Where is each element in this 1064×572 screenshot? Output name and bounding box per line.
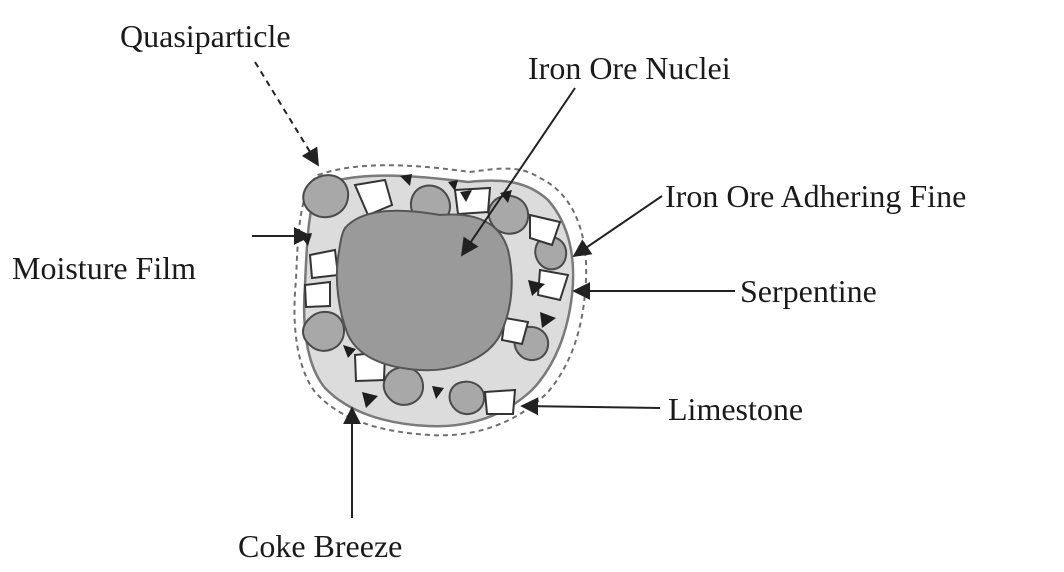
fine-particle	[303, 312, 344, 351]
fine-particle	[450, 382, 485, 414]
limestone-particle	[310, 250, 338, 278]
limestone-particle	[305, 282, 330, 307]
fine-particle	[303, 175, 348, 217]
label-limestone: Limestone	[668, 393, 803, 425]
limestone-particle	[485, 390, 515, 414]
fine-particle	[384, 367, 423, 405]
label-coke-breeze: Coke Breeze	[238, 530, 402, 562]
iron-ore-adhering-fine-leader	[574, 196, 662, 256]
limestone-particle	[455, 188, 490, 214]
iron-ore-nucleus	[337, 211, 512, 370]
quasiparticle-leader	[255, 62, 318, 165]
label-iron-ore-nuclei: Iron Ore Nuclei	[528, 52, 731, 84]
limestone-leader	[522, 406, 660, 408]
label-moisture-film: Moisture Film	[12, 252, 196, 284]
label-iron-ore-adhering-fine: Iron Ore Adhering Fine	[665, 180, 966, 212]
label-serpentine: Serpentine	[740, 275, 877, 307]
label-quasiparticle: Quasiparticle	[120, 20, 291, 52]
